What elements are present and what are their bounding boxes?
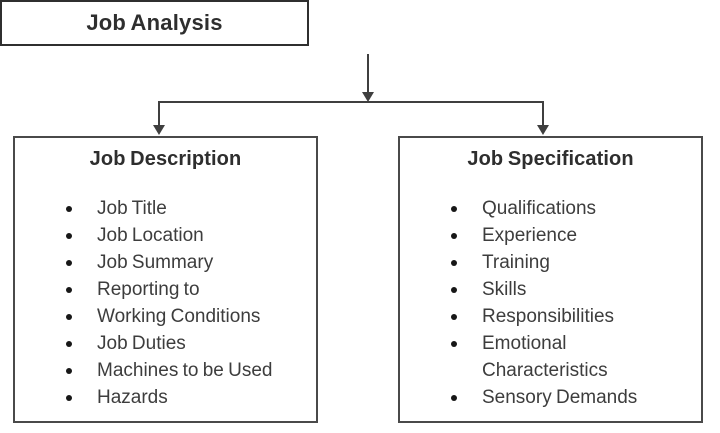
job-specification-title: Job Specification — [467, 148, 634, 170]
list-item: Sensory Demands — [400, 384, 693, 411]
list-item: Qualifications — [400, 195, 693, 222]
list-item: Skills — [400, 276, 693, 303]
root-node-label: Job Analysis — [86, 10, 223, 35]
list-item: Experience — [400, 222, 693, 249]
list-item: Reporting to — [15, 276, 308, 303]
list-item: Responsibilities — [400, 303, 693, 330]
list-item: Hazards — [15, 384, 308, 411]
list-item: Job Summary — [15, 249, 308, 276]
list-item: Job Duties — [15, 330, 308, 357]
list-item: Working Conditions — [15, 303, 308, 330]
arrow-down-icon — [537, 125, 549, 135]
job-description-title: Job Description — [89, 148, 242, 170]
arrow-down-icon — [153, 125, 165, 135]
root-node-job-analysis: Job Analysis — [0, 0, 309, 46]
arrow-down-icon — [362, 92, 374, 102]
list-item: Machines to be Used — [15, 357, 308, 384]
list-item: Training — [400, 249, 693, 276]
list-item: Emotional Characteristics — [400, 330, 693, 384]
list-item: Job Location — [15, 222, 308, 249]
list-item: Job Title — [15, 195, 308, 222]
